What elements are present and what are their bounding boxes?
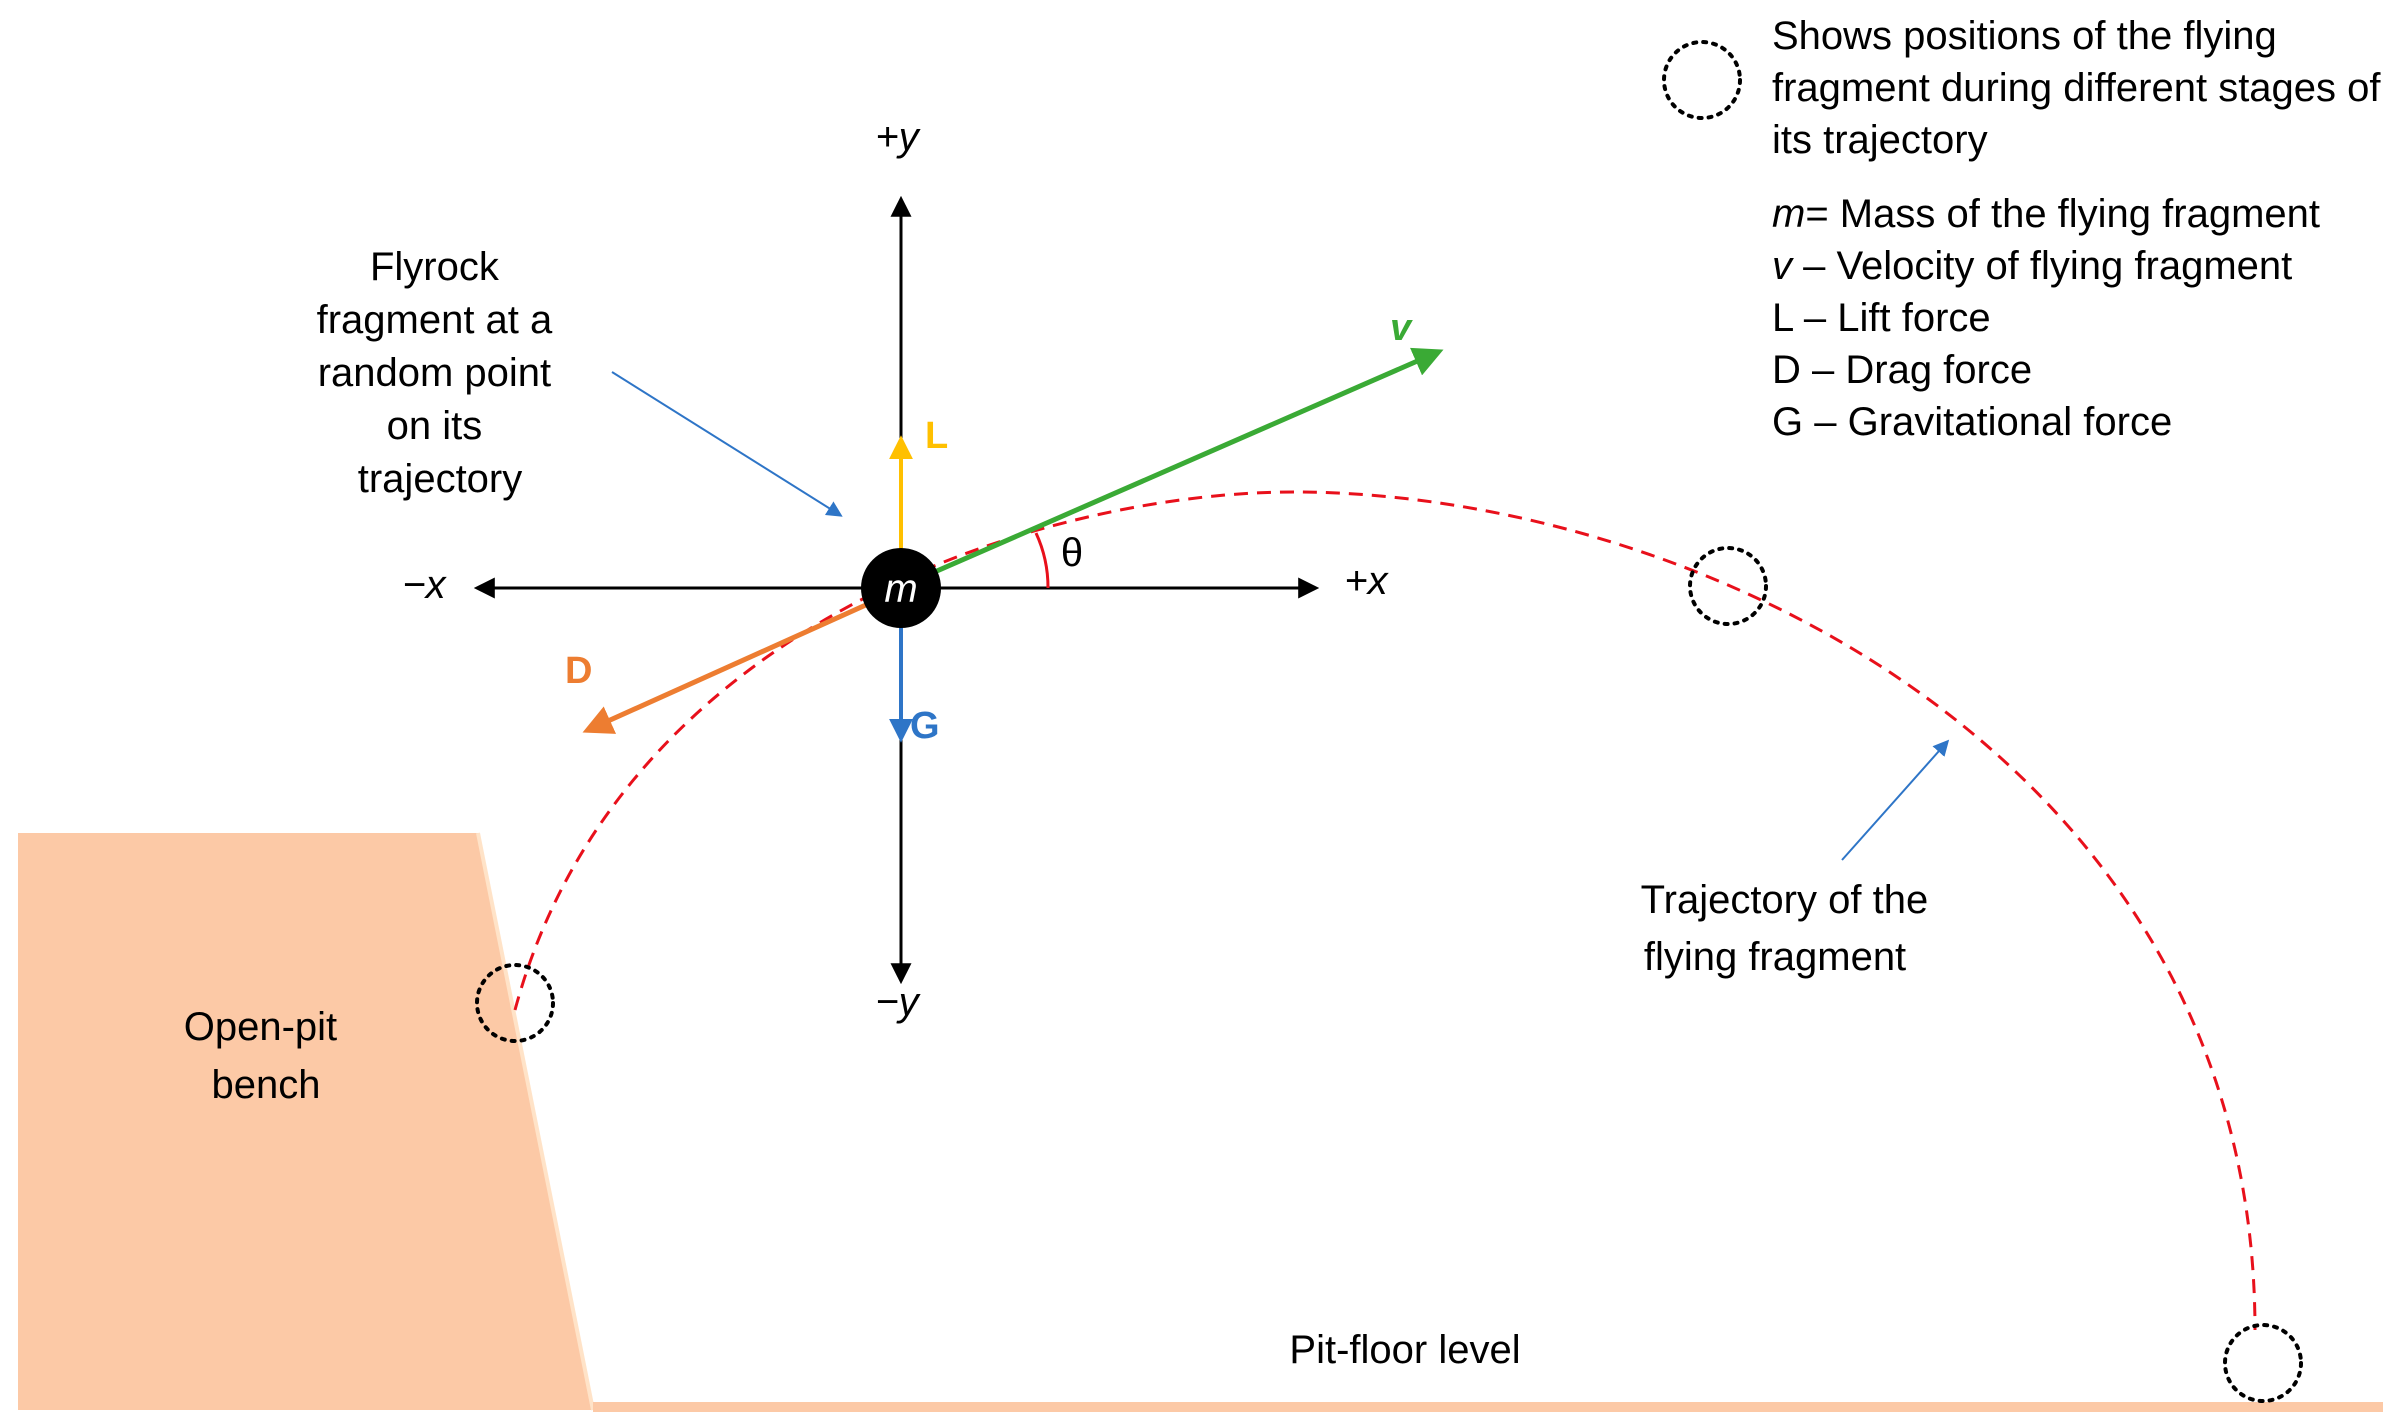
lift-label: L — [925, 415, 948, 457]
fragment-callout-arrow — [611, 371, 843, 517]
mass-label: m — [884, 567, 917, 611]
velocity-vector — [928, 347, 1444, 577]
legend-note: Shows positions of the flying fragment d… — [1772, 14, 2381, 162]
legend-def-velocity: v – Velocity of flying fragment — [1772, 240, 2392, 292]
legend-text: – Gravitational force — [1803, 400, 2173, 444]
open-pit-bench — [18, 833, 593, 1410]
legend-symbol: D — [1772, 348, 1801, 392]
legend-marker-icon — [1662, 40, 1742, 120]
drag-label: D — [565, 650, 592, 692]
trajectory-callout-arrow — [1841, 739, 1950, 861]
position-marker-end — [2223, 1323, 2303, 1403]
legend-definitions: m= Mass of the flying fragment v – Veloc… — [1772, 188, 2392, 448]
plus-x-label: +x — [1344, 559, 1389, 603]
legend-symbol: G — [1772, 400, 1804, 444]
pit-floor-label: Pit-floor level — [1289, 1328, 1520, 1372]
legend-def-gravity: G – Gravitational force — [1772, 396, 2392, 448]
legend-def-mass: m= Mass of the flying fragment — [1772, 188, 2392, 240]
velocity-label: v — [1390, 307, 1413, 349]
pit-floor — [593, 1402, 2383, 1412]
trajectory-callout: Trajectory of the flying fragment — [1641, 878, 1940, 979]
position-marker-mid — [1688, 546, 1768, 626]
fragment-callout: Flyrock fragment at a random point on it… — [317, 245, 564, 501]
angle-arc — [1034, 532, 1050, 589]
legend-text: – Drag force — [1800, 348, 2033, 392]
legend-symbol: L — [1772, 296, 1793, 340]
trajectory-path — [513, 490, 2257, 1331]
legend-def-lift: L – Lift force — [1772, 292, 2392, 344]
legend-symbol: m — [1772, 192, 1806, 236]
position-marker-start — [475, 963, 555, 1043]
legend-def-drag: D – Drag force — [1772, 344, 2392, 396]
legend-text: – Velocity of flying fragment — [1792, 244, 2293, 288]
drag-vector — [582, 601, 870, 734]
mass-ball — [861, 548, 941, 628]
angle-label: θ — [1061, 531, 1083, 575]
legend-text: = Mass of the flying fragment — [1805, 192, 2321, 236]
plus-y-label: +y — [875, 115, 921, 159]
bench-label: Open-pit bench — [184, 1005, 349, 1107]
gravity-label: G — [910, 705, 940, 747]
legend-symbol: v — [1772, 244, 1792, 288]
legend-text: – Lift force — [1792, 296, 1991, 340]
bench-face-edge — [476, 832, 595, 1411]
minus-x-label: −x — [402, 563, 447, 607]
legend: Shows positions of the flying fragment d… — [1772, 10, 2392, 448]
minus-y-label: −y — [875, 980, 921, 1024]
